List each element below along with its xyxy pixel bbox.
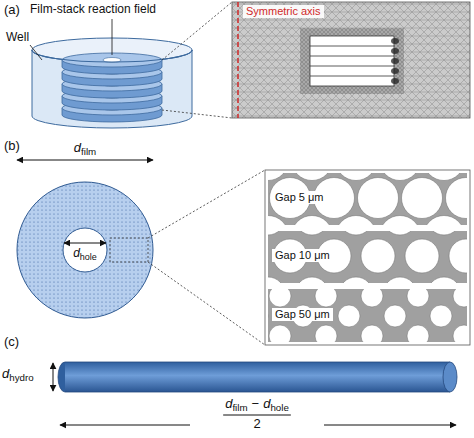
label-text: Gap 10 μm	[275, 249, 330, 261]
gap-label: Gap 10 μm	[272, 249, 333, 262]
subscript-text: hole	[270, 402, 288, 413]
film-disk	[17, 182, 153, 318]
film-edge-refinement	[391, 38, 399, 84]
figure-part	[391, 68, 399, 74]
gap-label: Gap 50 μm	[272, 308, 333, 321]
label-text: Gap 5 μm	[275, 191, 324, 203]
gap-5-mesh	[268, 173, 467, 225]
dimension-arrow	[53, 363, 54, 391]
panel-frame	[265, 170, 470, 345]
film-top	[62, 53, 162, 67]
dimension-label: dhole	[73, 246, 97, 260]
film-lines	[310, 46, 394, 76]
dimension-arrow	[60, 425, 190, 426]
zoom-line	[162, 2, 232, 60]
label-text: d	[2, 366, 9, 381]
dimension-arrow	[324, 425, 456, 426]
equivalent-tube	[58, 362, 457, 392]
gap-label: Gap 5 μm	[272, 191, 327, 204]
figure-part	[65, 362, 450, 363]
panel-label: (a)	[4, 2, 20, 18]
zoom-line	[148, 170, 265, 238]
zoom-line	[148, 262, 265, 345]
tube-end	[58, 362, 65, 392]
symmetry-axis-line	[237, 2, 239, 118]
gap-panels	[265, 170, 470, 345]
film-stack	[62, 53, 162, 122]
dimension-label: dhydro	[2, 366, 34, 382]
label-text: d	[73, 246, 80, 260]
subscript-text: hole	[80, 252, 97, 262]
fraction-bar	[223, 415, 291, 416]
dimension-label: dfilm	[74, 140, 96, 156]
figure-part	[310, 56, 394, 57]
label-text: 2	[253, 416, 260, 431]
label-text: −	[252, 396, 260, 411]
dimension-label: dfilm−dhole	[225, 396, 289, 412]
dimension-label: 2	[253, 416, 260, 432]
figure-part	[391, 38, 399, 44]
tube-body	[65, 362, 450, 392]
label-text: Film-stack reaction field	[30, 2, 156, 16]
label-text: d	[225, 396, 232, 411]
subscript-text: film	[232, 402, 247, 413]
film-stack-section	[310, 36, 394, 86]
subscript-text: hydro	[9, 372, 33, 383]
label-text: d	[74, 140, 81, 155]
part-label: Well	[6, 30, 29, 44]
leader-line	[112, 19, 113, 55]
label-text: Well	[6, 30, 29, 44]
label-text: (c)	[4, 334, 19, 349]
label-text: d	[263, 396, 270, 411]
axis-label: Symmetric axis	[243, 5, 324, 18]
mesh-inset	[232, 2, 470, 118]
figure-part	[391, 58, 399, 64]
figure-part	[391, 48, 399, 54]
leader-line	[30, 45, 42, 60]
dimension-arrow	[17, 160, 153, 161]
dimension-arrow	[64, 243, 106, 244]
zoom-box	[110, 238, 148, 262]
part-label: Film-stack reaction field	[30, 2, 156, 16]
figure-part	[391, 78, 399, 84]
label-text: (a)	[4, 2, 20, 17]
subscript-text: film	[81, 146, 96, 157]
panel-label: (b)	[4, 138, 20, 154]
label-text: Symmetric axis	[246, 5, 321, 17]
tube-end	[443, 362, 457, 392]
well-body	[32, 50, 192, 128]
panel-label: (c)	[4, 334, 19, 350]
refined-mesh	[300, 28, 404, 94]
zoom-line	[162, 110, 232, 118]
gap-50-mesh	[268, 289, 467, 342]
figure-part	[310, 66, 394, 67]
figure-part	[65, 392, 450, 393]
label-text: (b)	[4, 138, 20, 153]
figure-part	[310, 46, 394, 47]
film-hole	[63, 228, 107, 272]
mesh-domain	[232, 2, 470, 118]
figure-part	[310, 76, 394, 77]
label-text: Gap 50 μm	[275, 308, 330, 320]
gap-10-mesh	[268, 231, 467, 283]
